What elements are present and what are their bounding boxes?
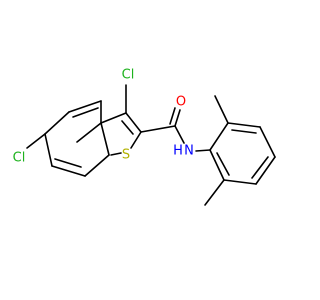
bond (130, 131, 142, 149)
bond (54, 158, 82, 168)
bond (76, 122, 102, 143)
hydrogen-atom: H (173, 144, 183, 159)
bond (214, 95, 229, 124)
bond (125, 112, 142, 133)
sulfur-atom: S (122, 148, 130, 163)
bond (255, 156, 276, 185)
bond (231, 129, 257, 134)
bond (223, 179, 257, 185)
bond (100, 112, 127, 124)
bond (121, 120, 134, 135)
bond (140, 125, 176, 133)
bond (174, 109, 181, 127)
bond (169, 107, 176, 125)
bonds (26, 84, 276, 206)
bond (174, 125, 185, 144)
chlorine-atom: Cl (122, 68, 135, 83)
bond (68, 100, 102, 113)
bond (195, 149, 211, 152)
oxygen-atom: O (176, 95, 186, 110)
chlorine-atom: Cl (13, 151, 26, 166)
bond (216, 152, 230, 176)
structure-diagram: Cl Cl S O N H (13, 68, 276, 206)
bond (227, 122, 261, 128)
bond (100, 122, 110, 156)
bond (251, 156, 269, 179)
bond (110, 152, 122, 156)
atom-labels: Cl Cl S O N H (13, 68, 194, 166)
bond (51, 165, 86, 177)
bond (84, 154, 110, 177)
bond (26, 133, 46, 149)
bond (259, 126, 276, 158)
nitrogen-atom: N (184, 144, 194, 159)
bond (209, 122, 229, 151)
bond (204, 179, 225, 206)
bond (209, 149, 225, 181)
molecule-structure: Cl Cl S O N H (13, 68, 276, 206)
bond (44, 111, 70, 135)
bond (44, 133, 53, 167)
bond (72, 107, 99, 118)
